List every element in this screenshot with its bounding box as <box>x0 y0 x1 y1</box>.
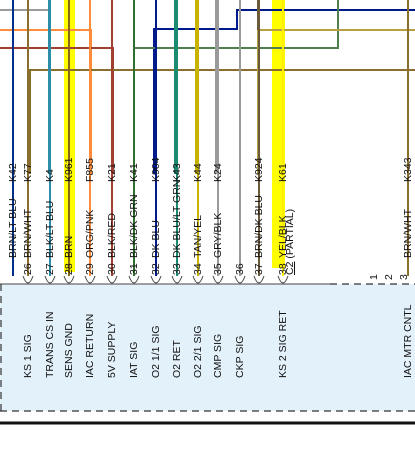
wire-color-code: DK BLU/LT GRN <box>171 179 183 258</box>
connector-label: C2 (PARTIAL) <box>284 208 296 275</box>
module-pin-2: 2 <box>383 274 395 280</box>
pin-socket-38 <box>277 275 289 284</box>
module-signal-label: O2 RET <box>171 340 183 378</box>
wire-pin-number: 30 <box>106 263 118 275</box>
wire-circuit-id: K21 <box>106 163 118 182</box>
wire-pin-number: 27 <box>44 263 56 275</box>
wire-label-edge-0: BRN/LT BLU K42 <box>7 163 19 275</box>
wire-pin-number: 36 <box>234 263 246 275</box>
wire-circuit-id: K4 <box>44 169 56 182</box>
wire-pin-number: 37 <box>253 263 265 275</box>
wire-pin-number: 32 <box>150 263 162 275</box>
wire-color-code: BRN/LT BLU <box>7 198 19 258</box>
wire-circuit-id: F855 <box>84 158 96 182</box>
wire-circuit-id: K41 <box>128 163 140 182</box>
pin-socket-32 <box>150 275 162 284</box>
pin-socket-26 <box>22 275 34 284</box>
wire-circuit-id: K61 <box>277 163 289 182</box>
wire-route-blk-red <box>0 47 114 174</box>
wire-label-37: 37 BRN/DK BLU K924 <box>253 157 265 275</box>
module-signal-label: IAT SIG <box>128 341 140 378</box>
wire-circuit-id: K343 <box>402 157 414 182</box>
pin-socket-30 <box>106 275 118 284</box>
module-signal-label: CKP SIG <box>234 335 246 378</box>
wire-circuit-id: K42 <box>7 163 19 182</box>
wire-circuit-id: K904 <box>150 157 162 182</box>
wire-route-dk-blu <box>153 9 415 174</box>
pin-socket-31 <box>128 275 140 284</box>
module-signal-label: TRANS CS IN <box>44 311 56 378</box>
wire-circuit-id: K924 <box>253 157 265 182</box>
wire-color-code: BLK/RED <box>106 213 118 258</box>
module-signal-label: O2 1/1 SIG <box>150 325 162 378</box>
wire-pin-number: 29 <box>84 263 96 275</box>
pin-socket-34 <box>192 275 204 284</box>
pin-socket-35 <box>212 275 224 284</box>
pin-socket-36 <box>234 275 246 284</box>
wire-color-code: BRN <box>63 235 75 258</box>
wire-label-30: 30 BLK/RED K21 <box>106 163 118 275</box>
module-signal-label: IAC MTR CNTL <box>402 304 414 379</box>
module-pin-3: 3 <box>398 274 410 280</box>
wire-circuit-id: K43 <box>171 163 183 182</box>
wire-label-33: 33 DK BLU/LT GRNK43 <box>171 163 183 275</box>
wire-label-edge-14: BRN/WHT K343 <box>402 157 414 275</box>
wire-circuit-id: K961 <box>63 157 75 182</box>
wire-label-32: 32 DK BLU K904 <box>150 157 162 275</box>
wire-circuit-id: K77 <box>22 163 34 182</box>
pin-socket-27 <box>44 275 56 284</box>
wire-label-36: 36 <box>234 182 246 275</box>
wire-label-28: 28 BRN K961 <box>63 157 75 275</box>
wire-route-brown-long <box>29 69 415 174</box>
pin-socket-29 <box>84 275 96 284</box>
module-signal-label: KS 2 SIG RET <box>277 310 289 378</box>
wire-label-31: 31 BLK/DK GRN K41 <box>128 163 140 275</box>
module-signal-label: 5V SUPPLY <box>106 321 118 378</box>
wire-color-code: BRN/WHT <box>402 209 414 258</box>
wire-color-code: DK BLU <box>150 220 162 258</box>
pin-socket-28 <box>63 275 75 284</box>
wire-color-code: BRN/DK BLU <box>253 194 265 258</box>
wire-pin-number: 31 <box>128 263 140 275</box>
wire-color-code: BLK/LT BLU <box>44 200 56 258</box>
pin-socket-37 <box>253 275 265 284</box>
wire-color-code: ORG/PNK <box>84 209 96 258</box>
wire-pin-number: 28 <box>63 263 75 275</box>
module-signal-label: KS 1 SIG <box>22 334 34 378</box>
wire-circuit-id: K24 <box>212 163 224 182</box>
wire-color-code: GRY/BLK <box>212 212 224 258</box>
module-signal-label: IAC RETURN <box>84 313 96 378</box>
wire-pin-number: 35 <box>212 263 224 275</box>
wire-label-34: 34 TAN/YEL K44 <box>192 163 204 275</box>
wire-pin-number: 26 <box>22 263 34 275</box>
wire-label-29: 29 ORG/PNK F855 <box>84 158 96 275</box>
module-signal-label: O2 2/1 SIG <box>192 325 204 378</box>
wire-color-code: BLK/DK GRN <box>128 194 140 258</box>
wire-label-26: 26 BRN/WHT K77 <box>22 163 34 275</box>
wire-color-code: BRN/WHT <box>22 209 34 258</box>
wire-label-27: 27 BLK/LT BLU K4 <box>44 169 56 275</box>
wire-circuit-id: K44 <box>192 163 204 182</box>
wire-pin-number: 34 <box>192 263 204 275</box>
highlight-bar-pin-38 <box>272 0 285 268</box>
module-pin-1: 1 <box>368 274 380 280</box>
wire-color-code: TAN/YEL <box>192 215 204 258</box>
wire-label-35: 35 GRY/BLK K24 <box>212 163 224 275</box>
pin-socket-33 <box>171 275 183 284</box>
module-body <box>0 284 415 411</box>
module-signal-label: SENS GND <box>63 323 75 378</box>
module-signal-label: CMP SIG <box>212 333 224 378</box>
wire-pin-number: 33 <box>171 263 183 275</box>
